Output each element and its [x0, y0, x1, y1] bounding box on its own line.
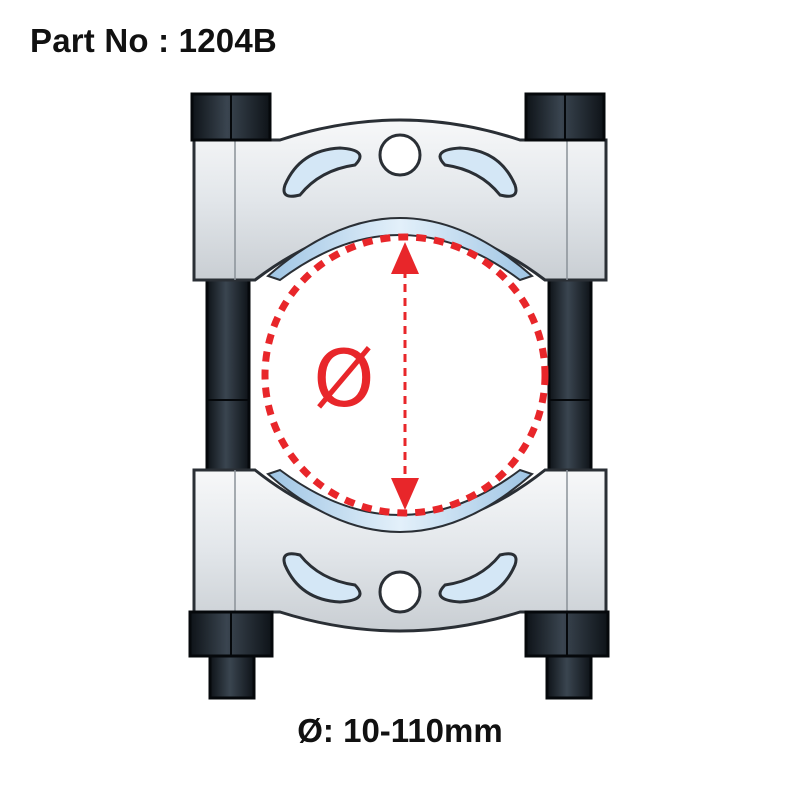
- lower-right-slot: [438, 552, 518, 604]
- lower-jaw-plate: [192, 468, 608, 633]
- diameter-circle: [261, 233, 549, 517]
- diameter-symbol: Ø: [313, 335, 374, 425]
- diameter-indicator: Ø: [261, 233, 549, 517]
- top-right-nut: [524, 92, 606, 142]
- lower-center-hole: [378, 570, 422, 614]
- bottom-left-nut: [188, 610, 274, 700]
- arrow-up-icon: [391, 242, 419, 274]
- right-threaded-rod: [547, 268, 593, 482]
- upper-jaw-plate: [192, 118, 608, 282]
- part-number-label: Part No : 1204B: [30, 22, 277, 59]
- upper-left-slot: [282, 146, 362, 198]
- left-threaded-rod: [205, 268, 251, 482]
- upper-right-slot: [438, 146, 518, 198]
- top-left-nut: [190, 92, 272, 142]
- lower-left-slot: [282, 552, 362, 604]
- diameter-range-label: Ø: 10-110mm: [297, 712, 503, 749]
- bottom-right-nut: [524, 610, 610, 700]
- upper-center-hole: [378, 133, 422, 177]
- arrow-down-icon: [391, 478, 419, 510]
